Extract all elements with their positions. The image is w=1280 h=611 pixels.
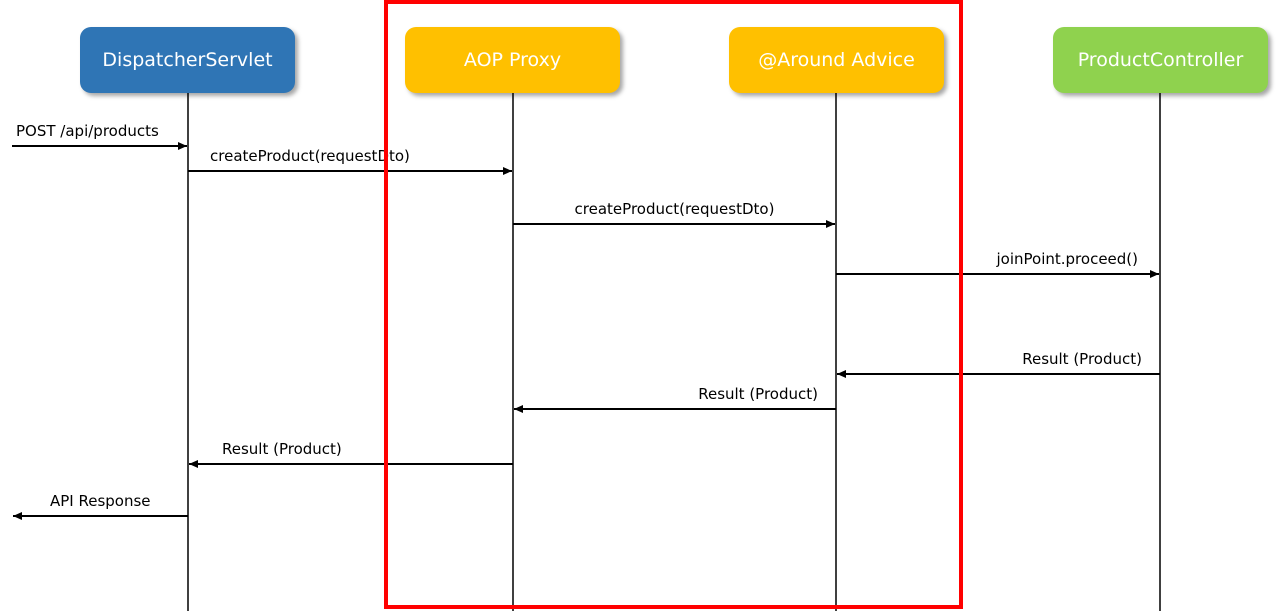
message-label-7: Result (Product) (222, 440, 342, 458)
message-label-1: POST /api/products (16, 122, 159, 140)
participant-aop-proxy: AOP Proxy (405, 27, 620, 93)
aop-highlight-box (384, 0, 963, 609)
message-label-2: createProduct(requestDto) (210, 147, 410, 165)
participant-dispatcher-servlet: DispatcherServlet (80, 27, 295, 93)
message-label-4: joinPoint.proceed() (996, 250, 1139, 268)
participant-product-controller: ProductController (1053, 27, 1268, 93)
message-label-3: createProduct(requestDto) (575, 200, 775, 218)
participant-around-advice: @Around Advice (729, 27, 944, 93)
message-label-5: Result (Product) (1022, 350, 1142, 368)
message-label-8: API Response (50, 492, 151, 510)
message-label-6: Result (Product) (698, 385, 818, 403)
